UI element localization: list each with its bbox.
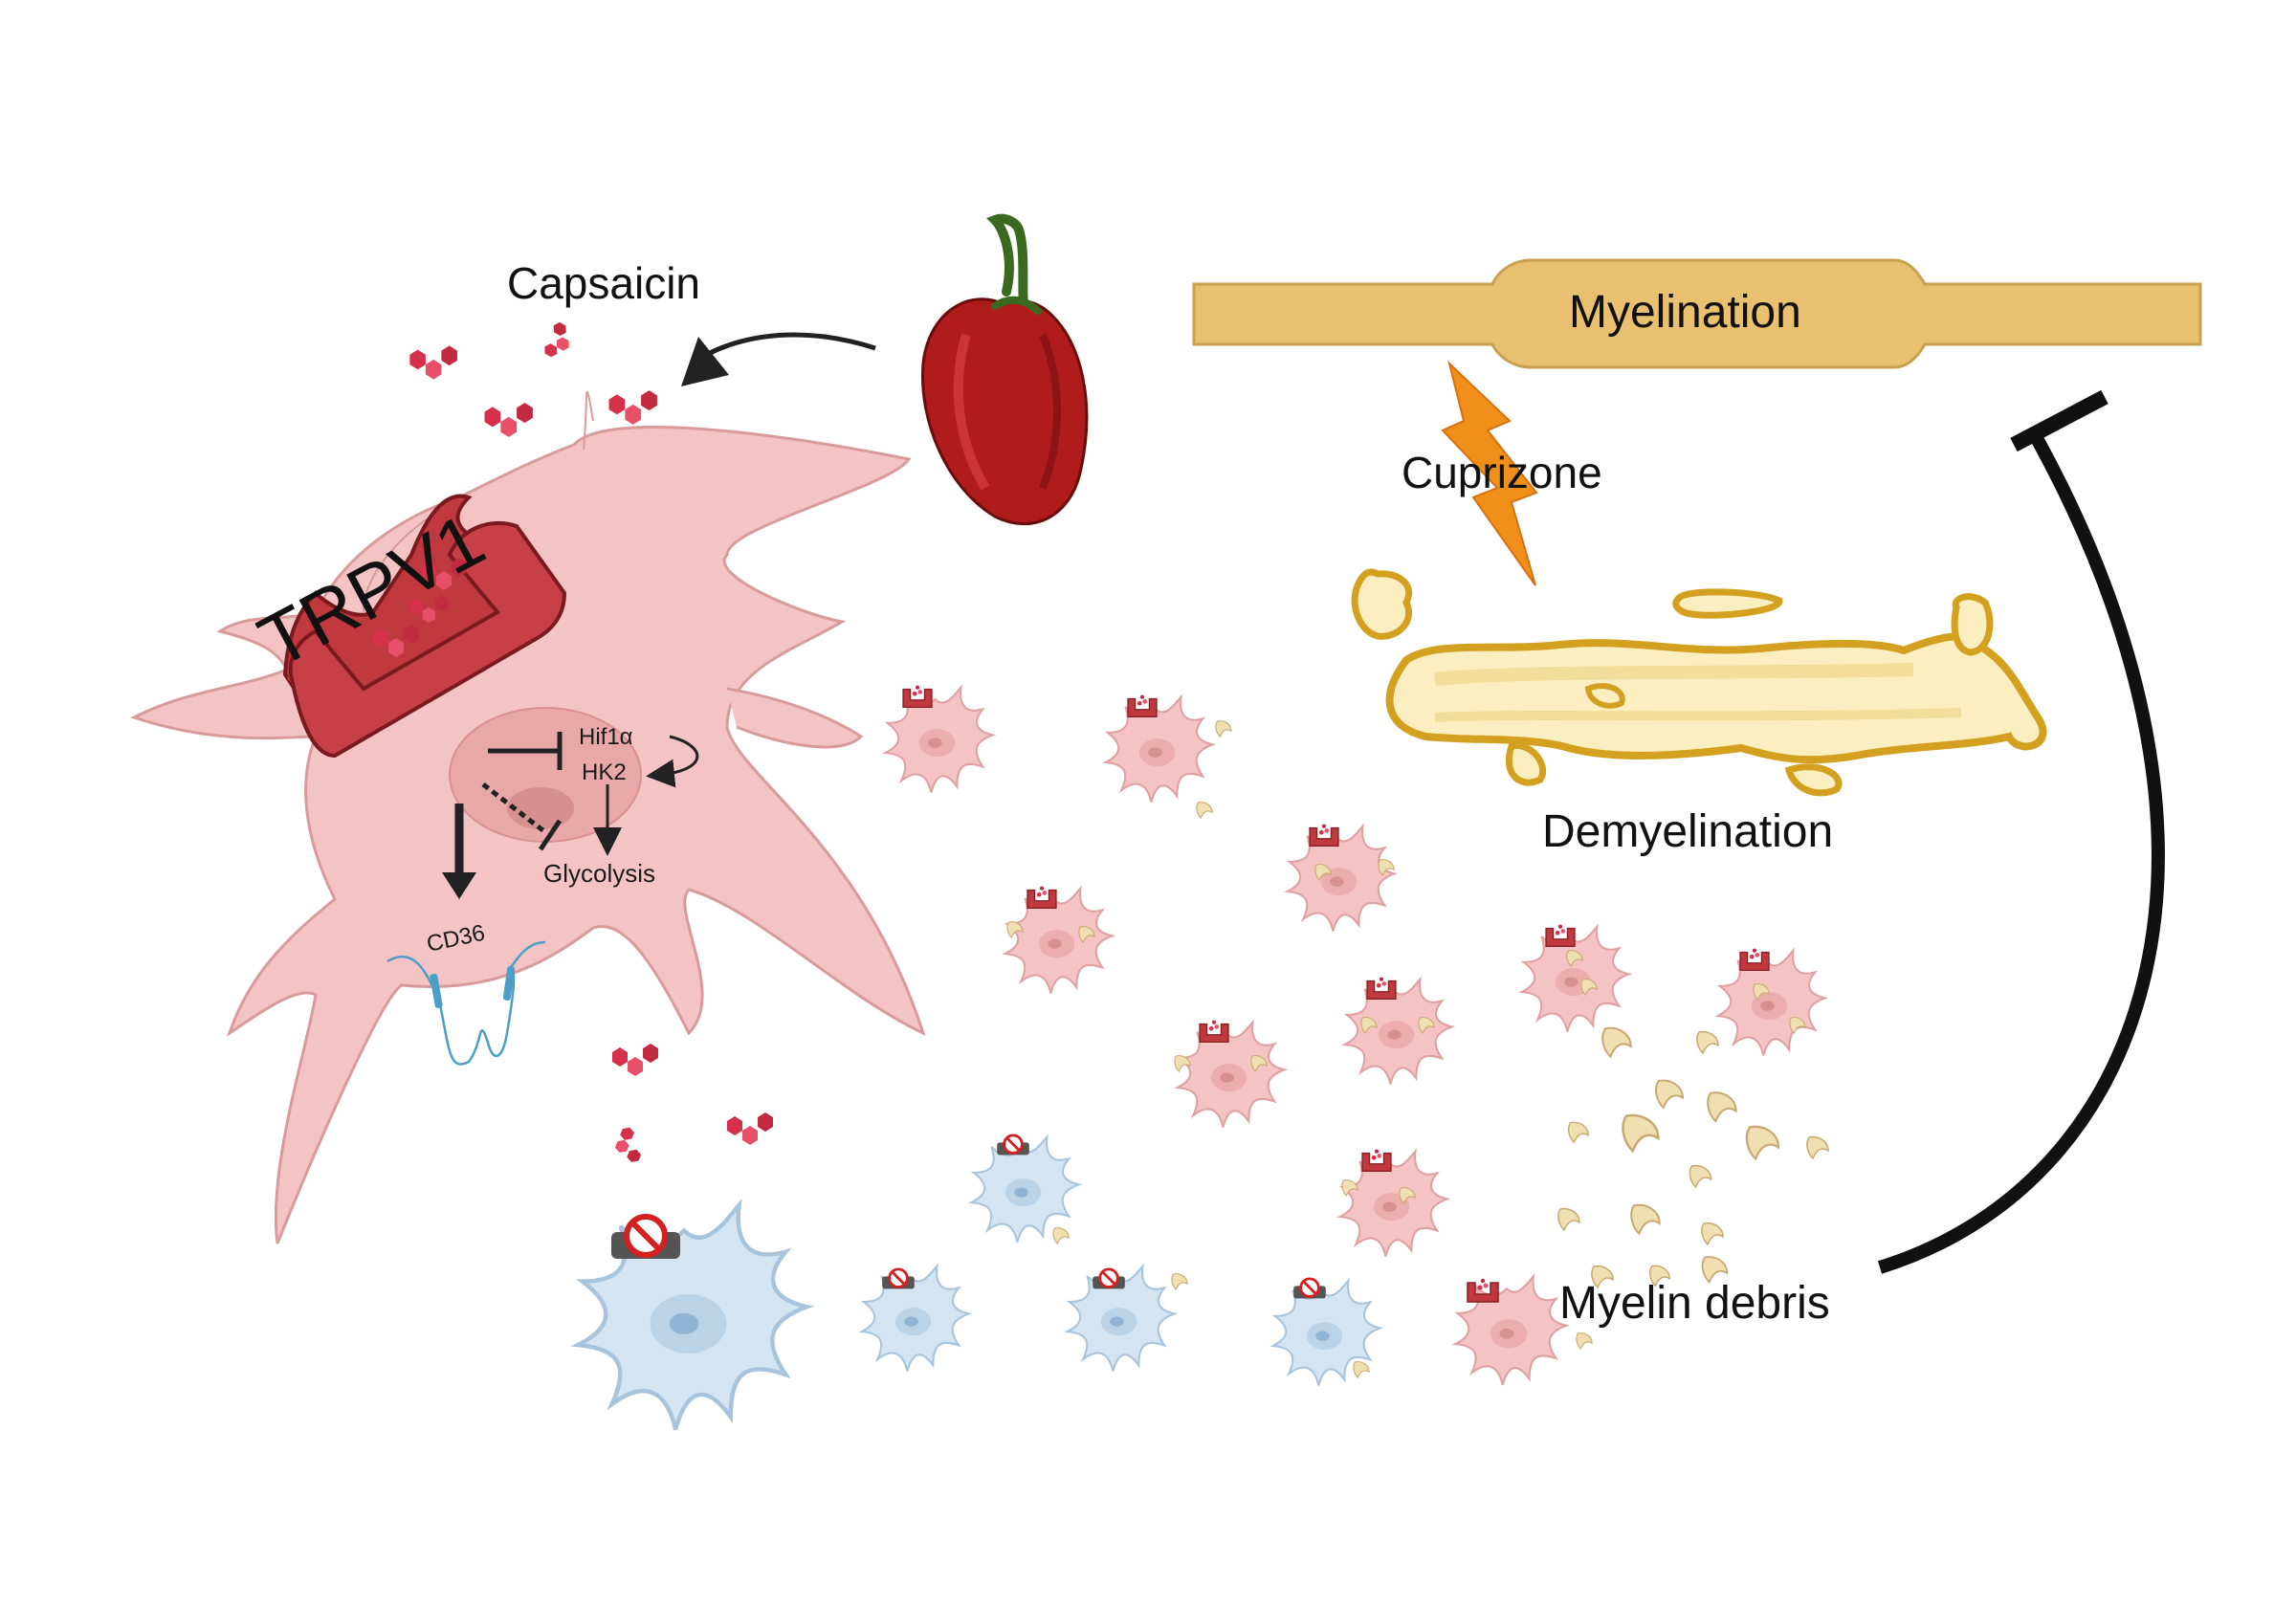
small-microglia [1286,823,1396,933]
pepper-to-capsaicin-arrow [706,332,876,357]
myelination-label: Myelination [1569,287,1801,338]
resting-microglia [970,1134,1080,1244]
resting-microglia [1066,1265,1188,1373]
pepper-arrowhead [681,337,729,386]
myelin-debris-label: Myelin debris [1559,1278,1830,1329]
small-microglia [1716,947,1826,1057]
myelin-debris [1557,1026,1829,1288]
small-microglia [1004,885,1114,995]
main-microglia-cell [130,391,926,1244]
demyelinated-axon [1351,568,2047,797]
small-microglia [1174,1019,1286,1129]
demyelination-label: Demyelination [1542,806,1833,857]
chili-pepper-icon [920,213,1089,526]
hk2-label: HK2 [582,759,627,785]
inhibition-arc [1877,436,2165,1274]
resting-microglia-group [578,1134,1381,1430]
resting-microglia [860,1265,970,1373]
capsaicin-label: Capsaicin [507,258,700,308]
small-microglia [1104,693,1232,819]
hif1a-label: Hif1α [579,724,633,750]
signaling-arrows [442,732,699,899]
inhibition-bar [2010,389,2108,452]
small-microglia [1338,1148,1448,1258]
lightning-bolt-icon [1441,360,1538,586]
cd36-receptor [386,940,546,1066]
small-microglia [1520,923,1630,1033]
cuprizone-label: Cuprizone [1402,448,1602,497]
small-microglia [884,684,994,794]
myelin-sheath-bar [1192,258,2202,369]
trpv1-receptor-body [288,520,567,759]
nucleolus [507,787,574,829]
resting-microglia [1271,1277,1381,1387]
glycolysis-label: Glycolysis [543,859,655,888]
resting-microglia-large [578,1205,806,1430]
small-microglia [1343,976,1453,1086]
